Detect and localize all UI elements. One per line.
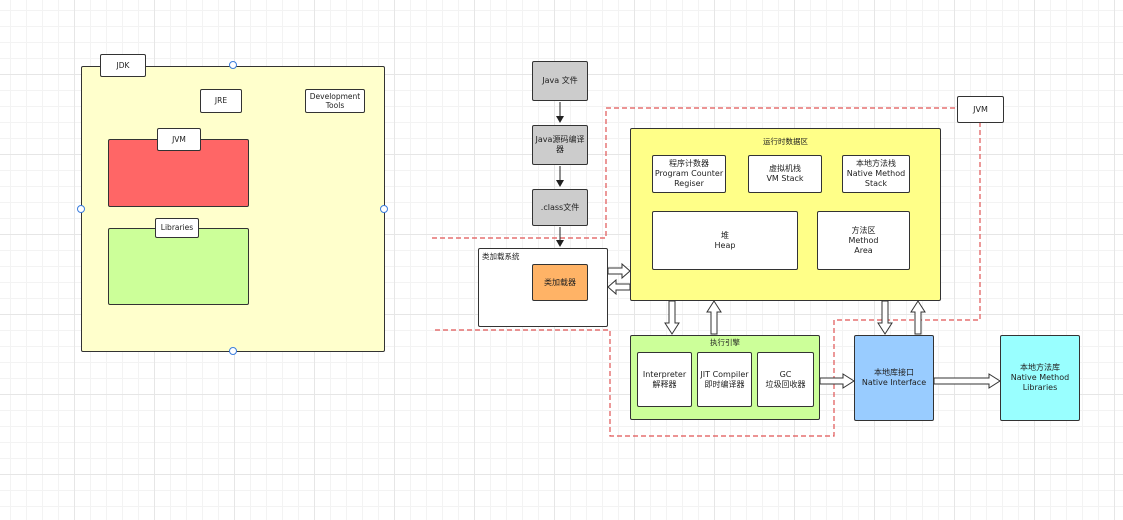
development-tools-label: Development Tools bbox=[305, 89, 365, 113]
arrow-runtime-to-loader bbox=[607, 278, 631, 296]
vm-stack-box[interactable]: 虚拟机栈 VM Stack bbox=[748, 155, 822, 193]
class-loader-box[interactable]: 类加载器 bbox=[532, 264, 588, 301]
jvm-dashed-label: JVM bbox=[957, 96, 1004, 123]
resize-handle-right[interactable] bbox=[380, 205, 388, 213]
interpreter-box[interactable]: Interpreter 解释器 bbox=[637, 352, 692, 407]
jit-compiler-box[interactable]: JIT Compiler 即时编译器 bbox=[697, 352, 752, 407]
execution-engine-title: 执行引擎 bbox=[710, 338, 740, 347]
resize-handle-top[interactable] bbox=[229, 61, 237, 69]
arrow-native-to-runtime bbox=[910, 300, 926, 335]
native-method-libraries-box[interactable]: 本地方法库 Native Method Libraries bbox=[1000, 335, 1080, 421]
arrow-runtime-to-engine bbox=[664, 300, 680, 335]
jdk-label: JDK bbox=[100, 54, 146, 77]
arrow-runtime-to-native bbox=[877, 300, 893, 335]
resize-handle-bottom[interactable] bbox=[229, 347, 237, 355]
method-area-box[interactable]: 方法区 Method Area bbox=[817, 211, 910, 270]
gc-box[interactable]: GC 垃圾回收器 bbox=[757, 352, 814, 407]
class-file-box[interactable]: .class文件 bbox=[532, 189, 588, 226]
jvm-label: JVM bbox=[157, 128, 201, 151]
arrow-engine-to-runtime bbox=[706, 300, 722, 335]
arrow-engine-to-native bbox=[819, 373, 855, 389]
arrow-loader-to-runtime bbox=[607, 262, 631, 280]
heap-box[interactable]: 堆 Heap bbox=[652, 211, 798, 270]
program-counter-box[interactable]: 程序计数器 Program Counter Regiser bbox=[652, 155, 726, 193]
class-loader-system-title: 类加载系统 bbox=[482, 252, 520, 261]
arrow-native-to-libraries bbox=[933, 373, 1001, 389]
java-file-box[interactable]: Java 文件 bbox=[532, 61, 588, 101]
libraries-label: Libraries bbox=[155, 218, 199, 238]
resize-handle-left[interactable] bbox=[77, 205, 85, 213]
native-interface-box[interactable]: 本地库接口 Native Interface bbox=[854, 335, 934, 421]
native-method-stack-box[interactable]: 本地方法栈 Native Method Stack bbox=[842, 155, 910, 193]
jvm-boundary-dashed bbox=[432, 107, 981, 437]
runtime-data-area-title: 运行时数据区 bbox=[763, 137, 808, 146]
java-compiler-box[interactable]: Java源码编译 器 bbox=[532, 125, 588, 165]
jre-label: JRE bbox=[200, 89, 242, 113]
libraries-box[interactable] bbox=[108, 228, 249, 305]
